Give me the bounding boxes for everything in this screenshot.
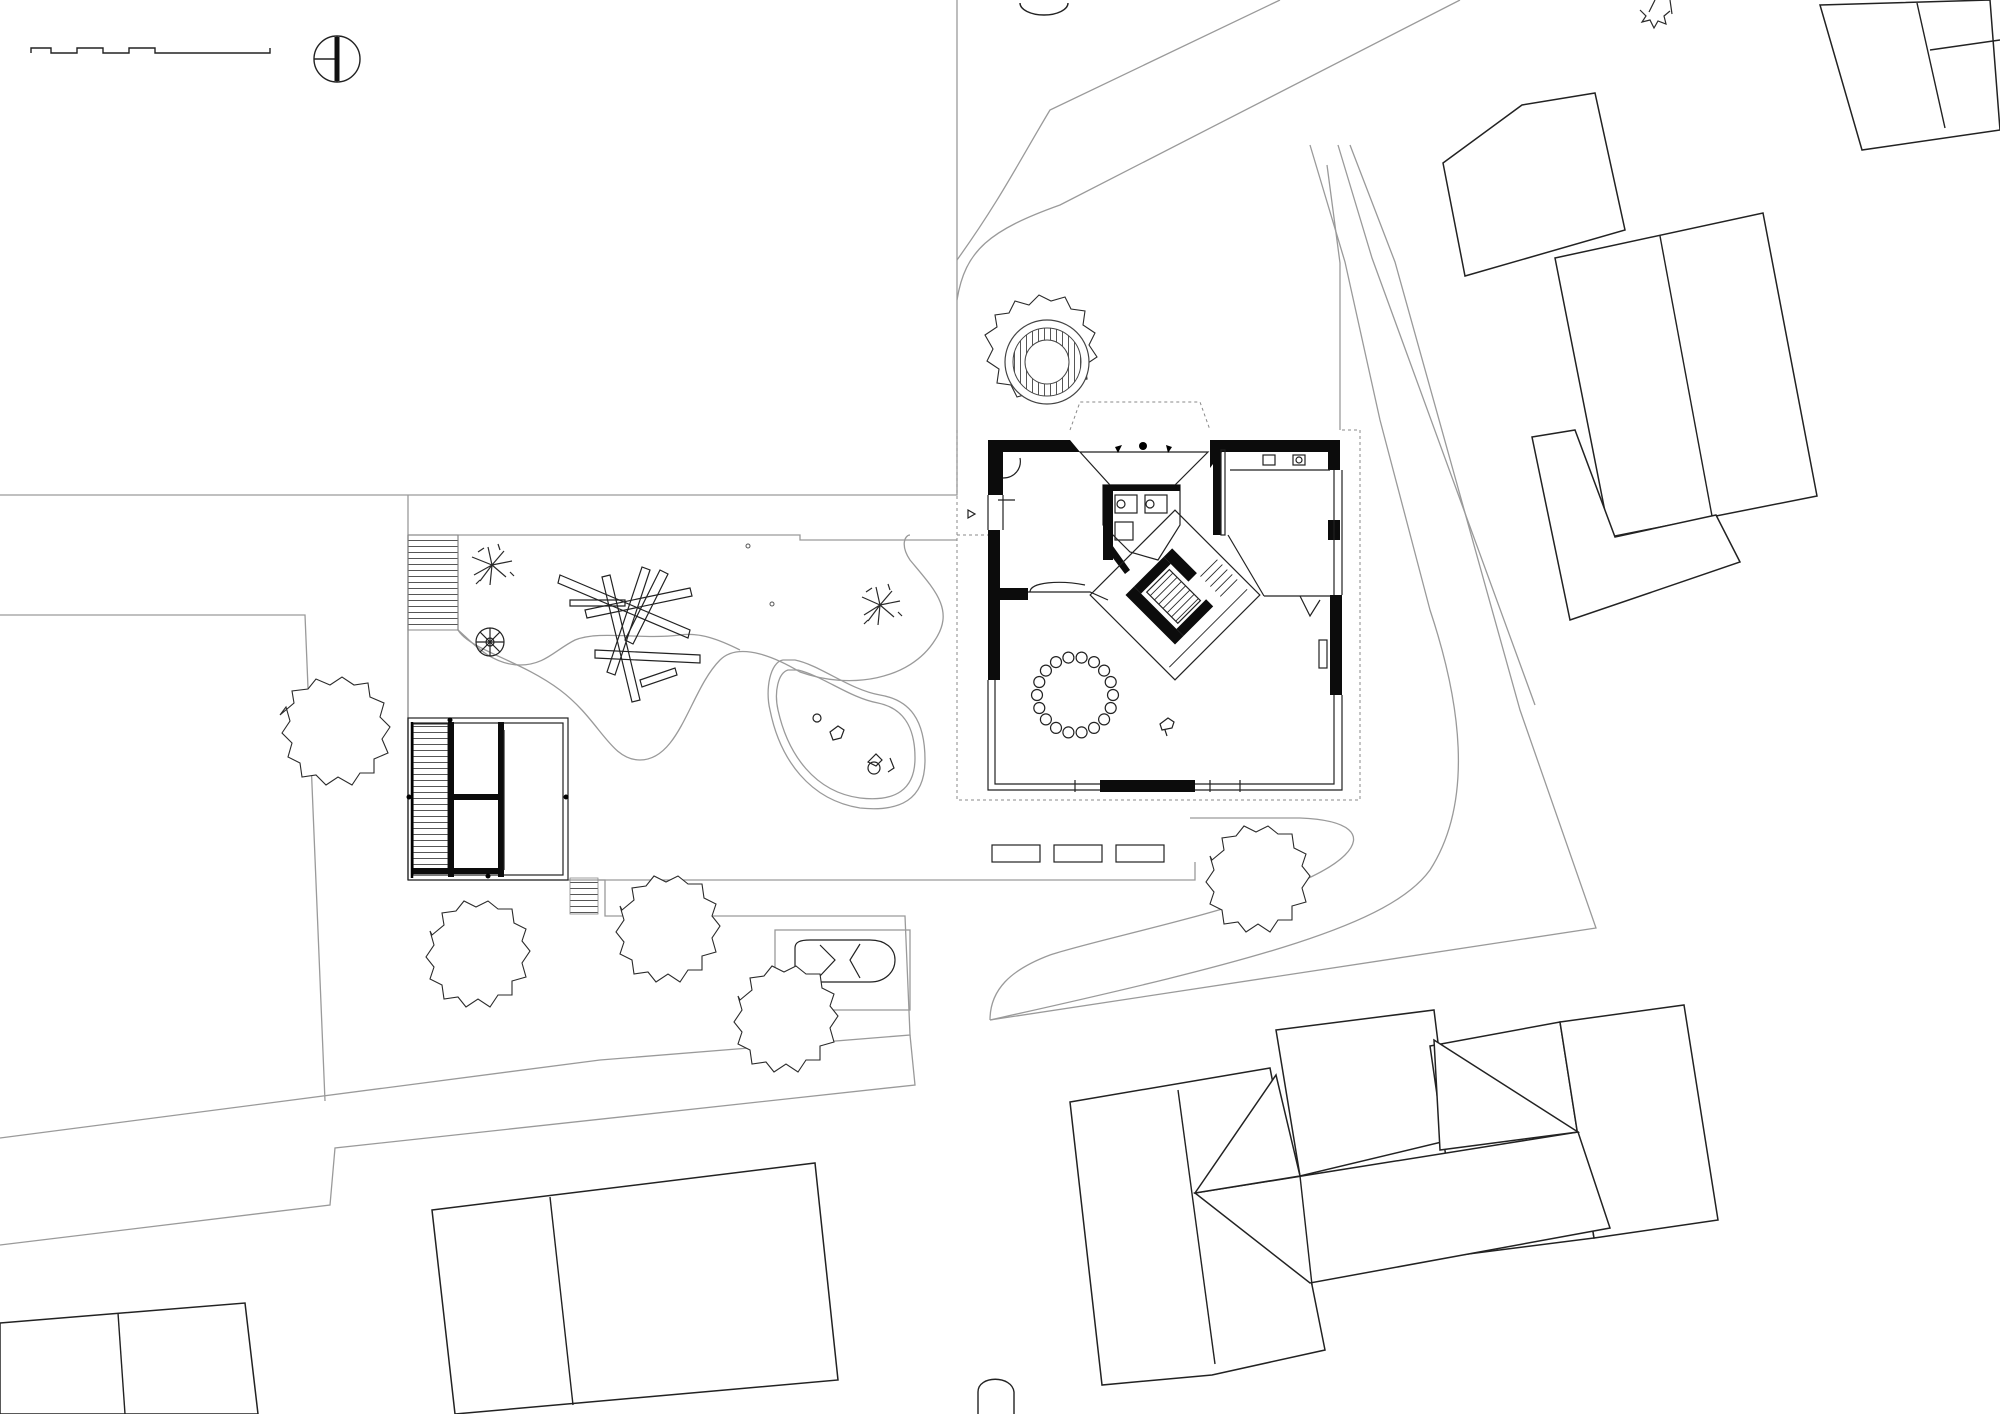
chair [1030, 688, 1044, 702]
garden-tree-1 [471, 543, 515, 586]
planter-boxes [991, 844, 1165, 863]
sandpit [767, 659, 926, 810]
garden-outline [407, 534, 957, 880]
top-circle-feature [1019, 2, 1069, 16]
neighbour-roof-lower-middle [431, 1162, 839, 1414]
chair [1097, 664, 1111, 677]
chair [1075, 726, 1088, 739]
chair [1062, 726, 1075, 739]
neighbour-roof-lower-right [1069, 1004, 1719, 1386]
pavilion [406, 717, 569, 881]
spinner [475, 627, 505, 657]
tree-left-2 [425, 900, 531, 1008]
neighbour-roof-right-upper [1442, 92, 1818, 621]
chair [1087, 721, 1101, 735]
chair [1049, 721, 1063, 735]
path-steps [569, 862, 1196, 915]
main-building [956, 401, 1361, 801]
tree-top-circle [984, 294, 1098, 405]
chair [1104, 675, 1117, 689]
garden-tree-2 [861, 583, 903, 626]
chair [1062, 651, 1075, 664]
bottom-arch [977, 1378, 1015, 1414]
tree-right-road [1205, 825, 1311, 933]
tree-middle [615, 875, 721, 983]
chair [1039, 664, 1053, 677]
chair [1033, 701, 1046, 715]
site-boundary-lines [0, 0, 1597, 1246]
chair [1104, 701, 1117, 715]
garden-steps [407, 534, 459, 631]
neighbour-roof-topright [1819, 0, 2000, 151]
chair [1039, 713, 1053, 726]
north-arrow-icon [313, 35, 361, 83]
tree-left-1 [279, 676, 391, 786]
chair [1075, 651, 1088, 664]
play-figures [812, 713, 895, 775]
chair [1106, 688, 1120, 702]
tree-near-car [733, 965, 839, 1073]
chair [1087, 655, 1101, 669]
chair [1097, 713, 1111, 726]
chair [1033, 675, 1046, 689]
chair [1049, 655, 1063, 669]
small-shrub [1639, 0, 1673, 30]
neighbour-roof-lower-left [0, 1302, 259, 1414]
chair-circle [1030, 651, 1120, 739]
scale-bar-icon [30, 47, 271, 54]
log-climbing-frame [557, 566, 701, 703]
